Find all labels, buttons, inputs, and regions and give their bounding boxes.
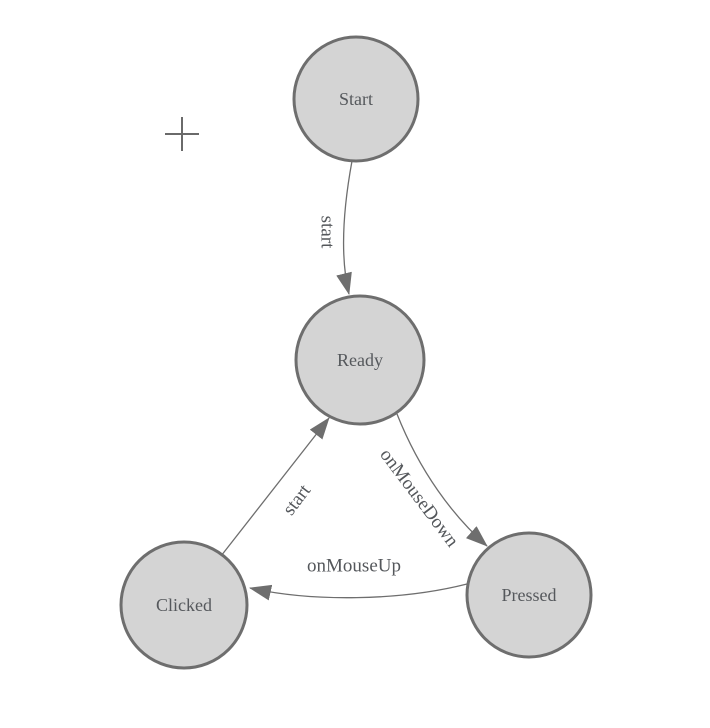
edge-line-ready-to-pressed[interactable] — [396, 413, 488, 547]
state-node-pressed[interactable]: Pressed — [465, 531, 593, 659]
state-circle[interactable] — [119, 540, 249, 670]
state-circle[interactable] — [465, 531, 593, 659]
state-label: Pressed — [502, 585, 557, 605]
edge-start-to-ready[interactable]: start — [317, 160, 353, 295]
crosshair-icon — [165, 117, 199, 151]
edge-label: onMouseUp — [307, 556, 401, 577]
state-circle[interactable] — [292, 35, 420, 163]
state-node-clicked[interactable]: Clicked — [119, 540, 249, 670]
edge-clicked-to-ready[interactable]: start — [220, 417, 330, 557]
edge-line-pressed-to-clicked[interactable] — [249, 583, 468, 601]
edge-pressed-to-clicked[interactable]: onMouseUp — [249, 556, 468, 601]
edge-label: start — [317, 216, 338, 249]
edge-line-start-to-ready[interactable] — [336, 160, 353, 295]
state-label: Ready — [337, 350, 383, 370]
state-node-ready[interactable]: Ready — [294, 294, 426, 426]
edge-ready-to-pressed[interactable]: onMouseDown — [375, 413, 488, 552]
edge-label: start — [279, 480, 316, 519]
state-label: Clicked — [156, 595, 212, 615]
state-circle[interactable] — [294, 294, 426, 426]
edge-line-clicked-to-ready[interactable] — [220, 417, 330, 557]
state-label: Start — [339, 89, 373, 109]
state-node-start[interactable]: Start — [292, 35, 420, 163]
